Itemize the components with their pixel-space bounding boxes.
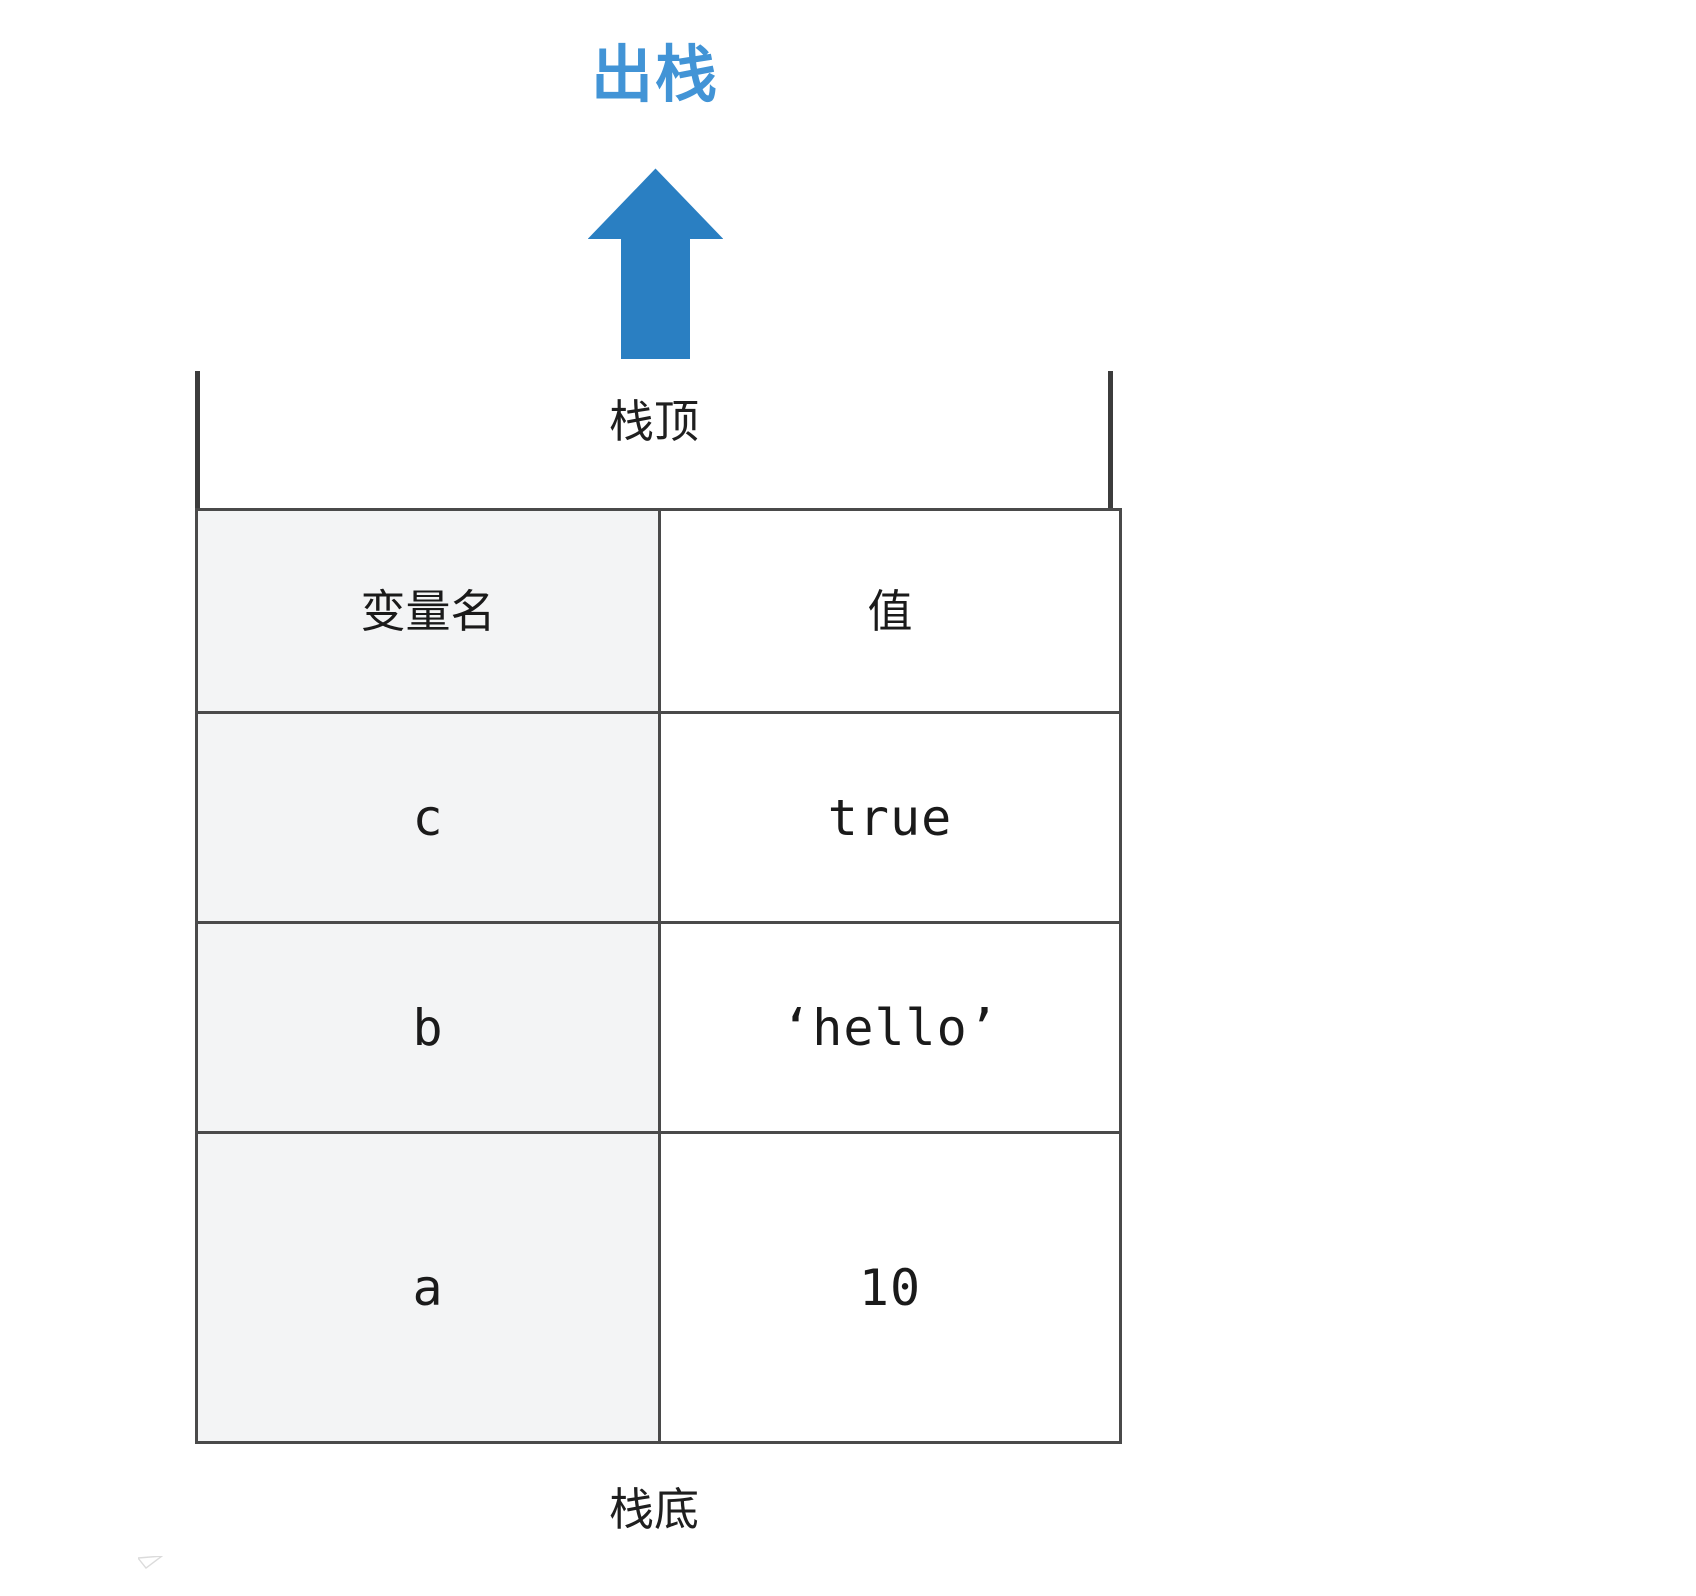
stack-bottom-label: 栈底: [608, 1483, 699, 1536]
table-row: a 10: [195, 1131, 1122, 1444]
header-cell-variable-name: 变量名: [195, 508, 661, 714]
cell-variable-name: c: [195, 711, 661, 924]
table-header-row: 变量名 值: [195, 508, 1122, 714]
cell-value: 10: [658, 1131, 1122, 1444]
stack-wall-right: [1108, 371, 1113, 508]
stack-container: 栈顶 变量名 值 c true: [195, 371, 1122, 1444]
cell-value: ‘hello’: [658, 921, 1122, 1134]
table-row: b ‘hello’: [195, 921, 1122, 1134]
cell-variable-name: a: [195, 1131, 661, 1444]
page-title: 出栈: [590, 38, 719, 111]
variable-value-text: true: [827, 788, 953, 847]
header-label-variable-name: 变量名: [360, 584, 496, 638]
cell-variable-name: b: [195, 921, 661, 1134]
variable-name-text: b: [412, 998, 444, 1057]
header-cell-value: 值: [658, 508, 1122, 714]
stack-wall-left: [195, 371, 200, 508]
corner-artifact-icon: [136, 1555, 165, 1570]
variable-value-text: ‘hello’: [781, 998, 999, 1057]
stack-top-label: 栈顶: [608, 395, 699, 448]
variable-name-text: c: [412, 788, 444, 847]
up-arrow-icon: [588, 168, 723, 360]
variable-value-text: 10: [858, 1258, 922, 1317]
stack-table: 变量名 值 c true b: [195, 508, 1122, 1444]
cell-value: true: [658, 711, 1122, 924]
table-row: c true: [195, 711, 1122, 924]
variable-name-text: a: [412, 1258, 444, 1317]
header-label-value: 值: [867, 584, 913, 638]
